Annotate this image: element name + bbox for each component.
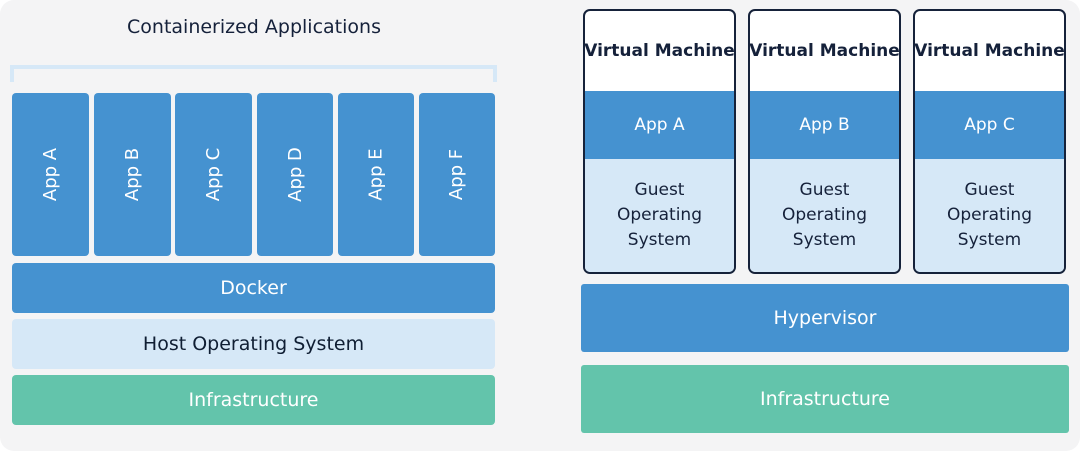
container-app-f-label: App F <box>446 148 468 201</box>
container-app-e: App E <box>338 93 414 256</box>
virtual-machine-1: Virtual Machine App A Guest Operating Sy… <box>583 9 736 274</box>
container-app-e-label: App E <box>365 148 387 201</box>
container-app-c-label: App C <box>203 147 224 202</box>
container-app-b: App B <box>94 93 171 256</box>
vm-1-title: Virtual Machine <box>584 41 735 61</box>
vm-3-app: App C <box>915 91 1064 159</box>
apps-bracket <box>10 65 497 82</box>
vm-3-title: Virtual Machine <box>914 41 1065 61</box>
container-app-d-label: App D <box>284 147 306 202</box>
container-app-a-label: App A <box>39 147 61 202</box>
vm-2-guest-os: Guest Operating System <box>750 159 899 272</box>
hypervisor-layer: Hypervisor <box>581 284 1069 352</box>
vm-3-guest-os: Guest Operating System <box>915 159 1064 272</box>
virtual-machine-3: Virtual Machine App C Guest Operating Sy… <box>913 9 1066 274</box>
container-app-a: App A <box>12 93 89 256</box>
vm-1-guest-os: Guest Operating System <box>585 159 734 272</box>
vm-2-app: App B <box>750 91 899 159</box>
container-app-b-label: App B <box>122 147 143 202</box>
virtual-machine-2: Virtual Machine App B Guest Operating Sy… <box>748 9 901 274</box>
container-app-d: App D <box>257 93 333 256</box>
infrastructure-layer-right: Infrastructure <box>581 365 1069 433</box>
vm-2-title: Virtual Machine <box>749 41 900 61</box>
infrastructure-layer-left: Infrastructure <box>12 375 495 425</box>
container-app-c: App C <box>175 93 252 256</box>
host-os-layer: Host Operating System <box>12 319 495 369</box>
container-app-f: App F <box>419 93 495 256</box>
vm-1-app: App A <box>585 91 734 159</box>
docker-layer: Docker <box>12 263 495 313</box>
containers-title: Containerized Applications <box>127 16 381 38</box>
